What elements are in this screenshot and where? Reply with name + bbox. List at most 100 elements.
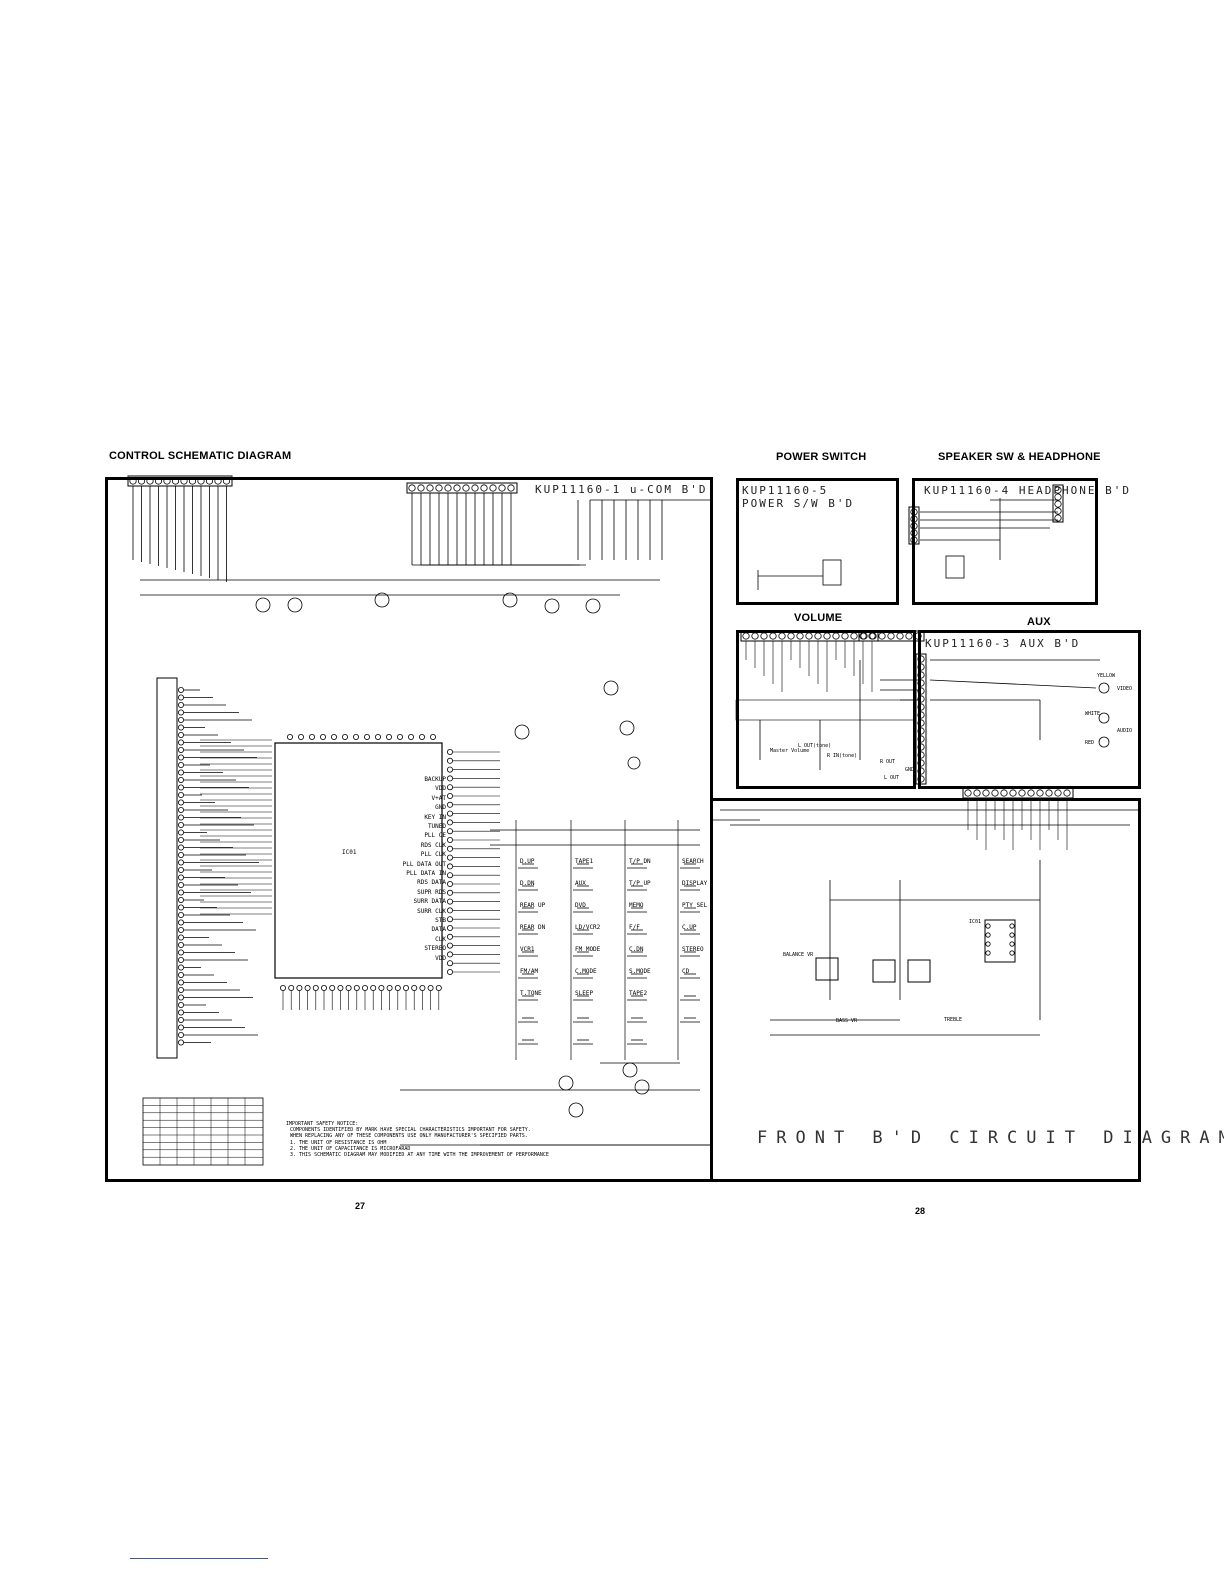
key-switch-label: AUX [575, 880, 586, 887]
pin-or-node [177, 874, 184, 881]
pin-or-node [180, 477, 188, 485]
component-body [735, 699, 917, 721]
pin-or-node [329, 985, 336, 992]
key-switch-label: DISPLAY [682, 880, 708, 887]
pin-or-node [742, 632, 750, 640]
pin-or-node [177, 919, 184, 926]
pin-or-node [991, 789, 999, 797]
pin-or-node [345, 985, 352, 992]
key-switch-label: CD [682, 968, 690, 975]
pin-or-node [446, 942, 453, 949]
component-body [815, 957, 839, 981]
pin-or-node [177, 972, 184, 979]
pin-or-node [446, 757, 453, 764]
ic01-pin-label: SURR DATA [413, 898, 446, 906]
pin-or-node [177, 784, 184, 791]
key-switch-label: DVD [575, 902, 586, 909]
pin-or-node [446, 907, 453, 914]
pin-or-node [255, 597, 271, 613]
pin-or-node [982, 789, 990, 797]
pin-or-node [205, 477, 214, 485]
pin-or-node [1009, 932, 1015, 938]
pin-or-node [163, 477, 171, 485]
pin-or-node [446, 889, 453, 896]
pin-or-node [1009, 789, 1017, 797]
pin-or-node [146, 477, 154, 485]
pin-or-node [177, 934, 184, 941]
pin-or-node [386, 985, 393, 992]
key-switch-label: F/F [629, 924, 640, 931]
pin-or-node [917, 687, 925, 695]
pin-or-node [446, 881, 453, 888]
control-schematic-heading: CONTROL SCHEMATIC DIAGRAM [109, 450, 292, 462]
pin-or-node [446, 898, 453, 905]
pin-or-node [429, 734, 436, 741]
aux-label-white: WHITE [1085, 711, 1101, 717]
pin-or-node [418, 734, 425, 741]
front-board-frame [710, 798, 1141, 1182]
key-switch-label: SLEEP [575, 990, 594, 997]
key-switch-label: T/P DN [629, 858, 651, 865]
pin-or-node [177, 837, 184, 844]
component-body [127, 475, 233, 487]
pin-or-node [1036, 789, 1044, 797]
ic01-label: IC01 [342, 849, 357, 856]
front-label-balance: BALANCE VR [783, 952, 814, 958]
volume-label-1: L OUT(tone) [798, 743, 832, 749]
front-board-title: FRONT B'D CIRCUIT DIAGRAM [757, 1128, 1224, 1148]
ic01-pin-label: CLK [435, 935, 446, 943]
pin-or-node [910, 529, 918, 537]
pin-or-node [832, 632, 840, 640]
key-switch-label: SEARCH [682, 858, 704, 865]
ic01-pin-label: PLL DATA OUT [402, 860, 446, 868]
pin-or-node [444, 484, 452, 492]
pin-or-node [1009, 950, 1015, 956]
pin-or-node [296, 985, 303, 992]
pin-or-node [917, 671, 925, 679]
pin-or-node [177, 1002, 184, 1009]
key-switch-label: C.MODE [575, 968, 597, 975]
ic01-pin-label: PLL CE [424, 832, 446, 840]
component-body [858, 630, 925, 642]
pin-or-node [760, 632, 768, 640]
pin-or-node [1054, 789, 1062, 797]
pin-or-node [498, 484, 506, 492]
ic01-pin-label: PLL DATA IN [406, 870, 446, 877]
pin-or-node [177, 904, 184, 911]
pin-or-node [823, 632, 831, 640]
pin-or-node [177, 702, 184, 709]
ic01-pin-label: GND [435, 804, 446, 812]
pin-or-node [297, 734, 304, 741]
component-body [907, 959, 931, 983]
pin-or-node [917, 767, 925, 775]
pin-or-node [917, 743, 925, 751]
pin-or-node [177, 927, 184, 934]
pin-or-node [446, 793, 453, 800]
pin-or-node [558, 1075, 574, 1091]
pin-or-node [751, 632, 759, 640]
key-switch-label: REAR UP [520, 902, 546, 909]
footer-rule [130, 1558, 268, 1559]
pin-or-node [177, 747, 184, 754]
pin-or-node [985, 950, 991, 956]
key-switch-label: T.TONE [520, 990, 542, 997]
key-switch-label: REAR DN [520, 924, 546, 931]
ic01-pin-label: STEREO [424, 945, 446, 953]
pin-or-node [1045, 789, 1053, 797]
ic01-pin-label: TUNED [427, 823, 446, 830]
pin-or-node [426, 484, 434, 492]
pin-or-node [1098, 736, 1110, 748]
pin-or-node [622, 1062, 638, 1078]
pin-or-node [408, 484, 416, 492]
pin-or-node [585, 598, 601, 614]
pin-or-node [917, 679, 925, 687]
pin-or-node [446, 784, 453, 791]
pin-or-node [177, 889, 184, 896]
pin-or-node [778, 632, 786, 640]
pin-or-node [177, 1017, 184, 1024]
pin-or-node [502, 592, 518, 608]
pin-or-node [446, 810, 453, 817]
pin-or-node [446, 766, 453, 773]
aux-label-audio: AUDIO [1117, 728, 1133, 734]
pin-or-node [905, 632, 913, 640]
